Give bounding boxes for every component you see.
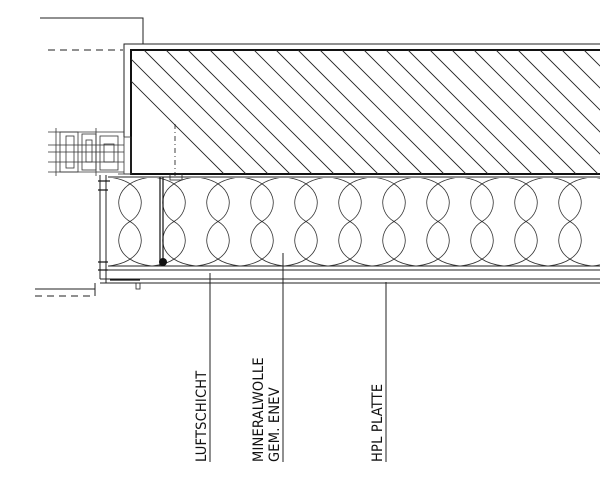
wool-curve xyxy=(151,178,193,266)
bracket-head-icon xyxy=(169,173,183,181)
hatch-line xyxy=(473,50,599,174)
hatch-line xyxy=(451,50,577,174)
mineral-wool-layer xyxy=(108,176,600,267)
hatch-line xyxy=(539,50,600,111)
wool-curve xyxy=(503,178,545,266)
wool-curve xyxy=(415,178,457,266)
hatch-line xyxy=(165,50,291,174)
hatch-line xyxy=(319,50,445,174)
mineral-wool-pattern xyxy=(108,178,600,266)
hatch-line xyxy=(253,50,379,174)
wool-curve xyxy=(459,178,501,266)
hatch-line xyxy=(209,50,335,174)
hatch-line xyxy=(561,50,600,89)
hatch-line xyxy=(297,50,423,174)
wool-curve xyxy=(108,178,149,266)
hatch-line xyxy=(385,50,511,174)
window-frame-profile xyxy=(48,128,132,176)
wool-curve xyxy=(283,178,325,266)
hatch-line xyxy=(517,50,600,133)
hatch-line xyxy=(231,50,357,174)
wool-curve xyxy=(591,264,600,266)
label-hpl-panel: HPL PLATTE xyxy=(370,384,386,462)
wool-curve xyxy=(371,178,413,266)
wool-curve xyxy=(595,178,600,179)
label-mineral-wool: MINERALWOLLE xyxy=(251,357,267,462)
hatch-line xyxy=(363,50,489,174)
hatch-line xyxy=(131,80,225,174)
hatch-line xyxy=(429,50,555,174)
label-air-layer: LUFTSCHICHT xyxy=(194,370,210,462)
hatch-line xyxy=(495,50,600,155)
wool-curve xyxy=(195,178,237,266)
wool-curve xyxy=(547,178,589,266)
concrete-hatch xyxy=(131,50,600,174)
anchor-bolt-icon xyxy=(135,282,141,290)
hpl-panel xyxy=(35,175,600,297)
fixing-screw-icon xyxy=(159,258,167,266)
wool-curve xyxy=(327,178,369,266)
wall-outline xyxy=(123,43,600,137)
hatch-line xyxy=(143,50,269,174)
hatch-line xyxy=(341,50,467,174)
hatch-line xyxy=(275,50,401,174)
concrete-slab xyxy=(130,49,600,175)
label-mineral-wool-note: GEM. ENEV xyxy=(267,387,283,462)
substructure-bracket xyxy=(98,124,176,281)
hatch-line xyxy=(187,50,313,174)
leader-lines xyxy=(209,253,387,462)
upper-outline xyxy=(40,17,144,51)
hatch-line xyxy=(131,58,247,174)
wool-curve xyxy=(239,178,281,266)
hatch-line xyxy=(407,50,533,174)
